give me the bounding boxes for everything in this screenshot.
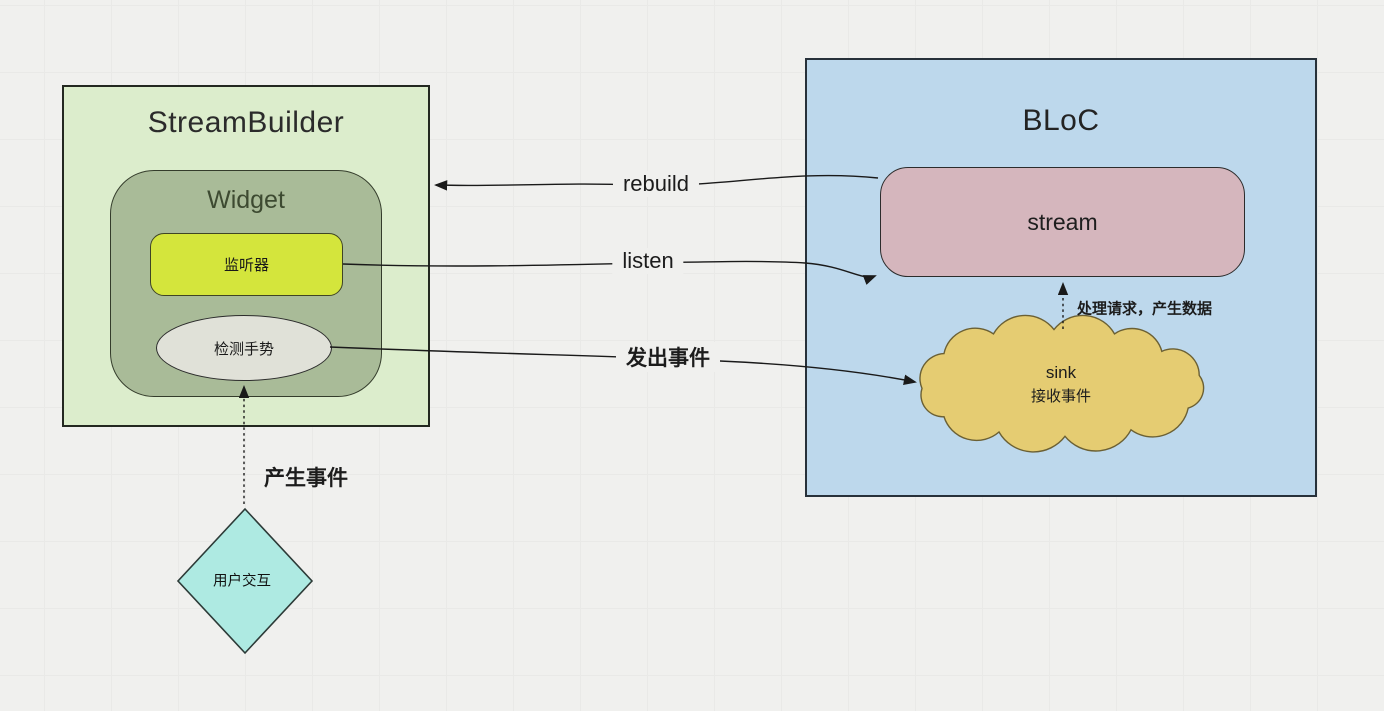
streambuilder-box: StreamBuilder Widget 监听器 检测手势: [62, 85, 430, 427]
user-interaction-label: 用户交互: [213, 573, 271, 590]
gesture-detect-ellipse: 检测手势: [156, 315, 332, 381]
listener-node: 监听器: [150, 233, 343, 296]
emit-event-label: 发出事件: [616, 342, 720, 372]
stream-node: stream: [880, 167, 1245, 277]
sink-subtitle: 接收事件: [1030, 387, 1092, 405]
bloc-box: BLoC: [805, 58, 1317, 497]
bloc-title: BLoC: [1022, 104, 1100, 137]
listen-label: listen: [612, 248, 684, 274]
sink-title: sink: [1045, 362, 1077, 382]
widget-box: Widget 监听器 检测手势: [110, 170, 382, 397]
streambuilder-title: StreamBuilder: [147, 106, 345, 139]
sink-node-text: sink 接收事件: [1031, 361, 1091, 407]
listener-label: 监听器: [223, 257, 269, 274]
stream-label: stream: [1027, 208, 1098, 235]
widget-title: Widget: [207, 186, 285, 214]
rebuild-label: rebuild: [612, 171, 700, 197]
gesture-detect-label: 检测手势: [213, 340, 274, 358]
process-request-label: 处理请求，产生数据: [1077, 300, 1213, 318]
generate-event-label: 产生事件: [264, 467, 348, 490]
